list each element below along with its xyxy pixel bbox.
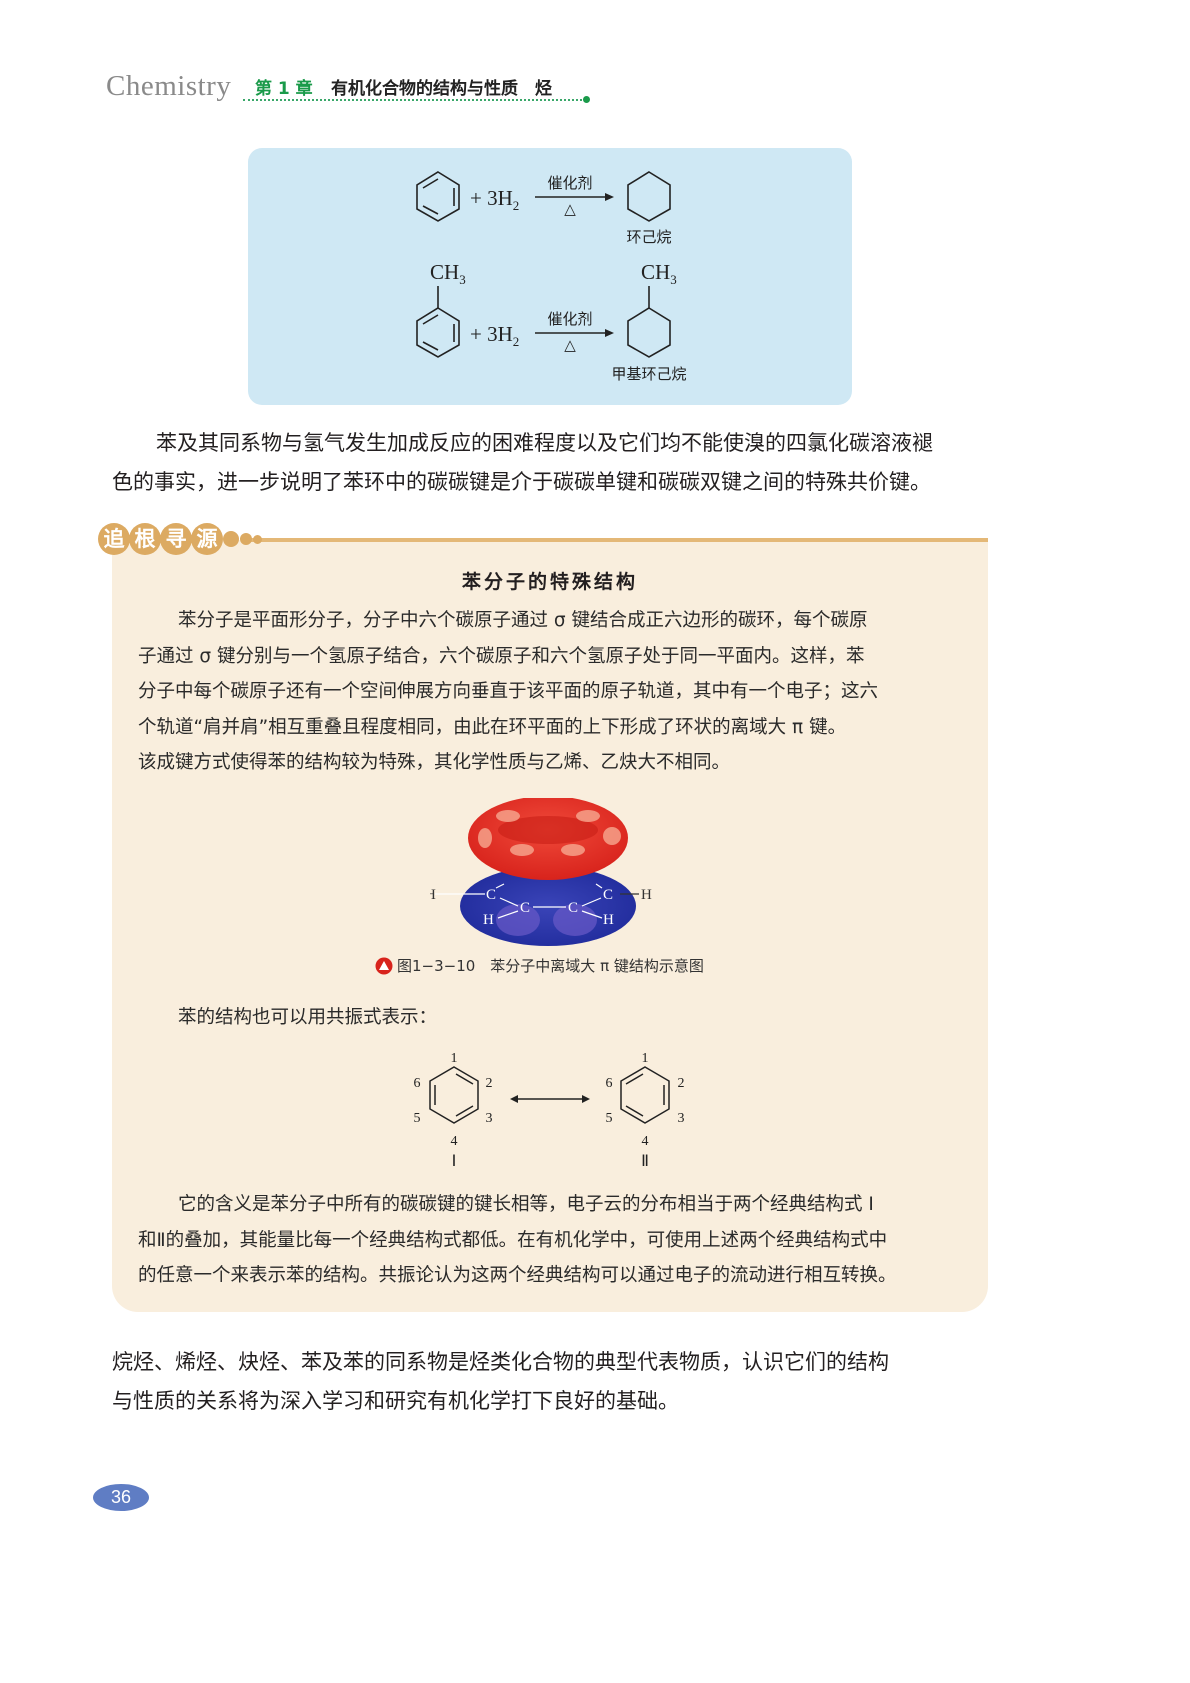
box-top-rule bbox=[250, 538, 988, 542]
header-divider bbox=[243, 99, 586, 101]
text-line: 子通过 σ 键分别与一个氢原子结合，六个碳原子和六个氢原子处于同一平面内。这样，… bbox=[138, 645, 865, 667]
text-line: 该成键方式使得苯的结构较为特殊，其化学性质与乙烯、乙炔大不相同。 bbox=[138, 752, 731, 774]
paragraph-1: 苯及其同系物与氢气发生加成反应的困难程度以及它们均不能使溴的四氯化碳溶液褪 色的… bbox=[112, 424, 990, 502]
pi-bond-figure: H C C C C H H H bbox=[430, 798, 652, 946]
text-line: 与性质的关系将为深入学习和研究有机化学打下良好的基础。 bbox=[112, 1389, 679, 1413]
svg-text:Ⅱ: Ⅱ bbox=[641, 1153, 649, 1170]
svg-text:2: 2 bbox=[486, 1076, 493, 1091]
svg-text:Ⅰ: Ⅰ bbox=[452, 1153, 457, 1170]
figure-marker-icon bbox=[375, 957, 393, 975]
badge-char: 源 bbox=[191, 523, 223, 555]
benzene-ring bbox=[416, 171, 460, 222]
svg-text:CH3: CH3 bbox=[641, 260, 677, 287]
text-line: 的任意一个来表示苯的结构。共振论认为这两个经典结构可以通过电子的流动进行相互转换… bbox=[138, 1265, 897, 1287]
reaction-box bbox=[248, 148, 852, 405]
toluene-ring bbox=[416, 307, 460, 358]
page-number: 36 bbox=[93, 1484, 149, 1511]
hydrogenation-equations: + 3H2 + 3H2 CH3 CH3 催化剂 △ 催化剂 △ 环己烷 甲基环己… bbox=[416, 171, 687, 383]
svg-text:H: H bbox=[603, 912, 614, 928]
text-line: 个轨道“肩并肩”相互重叠且程度相同，由此在环平面的上下形成了环状的离域大 π 键… bbox=[138, 716, 847, 738]
text-line: 苯分子是平面形分子，分子中六个碳原子通过 σ 键结合成正六边形的碳环，每个碳原 bbox=[178, 610, 868, 631]
svg-text:C: C bbox=[486, 887, 496, 903]
svg-text:3: 3 bbox=[678, 1111, 685, 1126]
resonance-structures: 1 2 3 4 5 6 1 2 3 4 5 6 Ⅰ Ⅱ bbox=[414, 1051, 685, 1170]
svg-text:△: △ bbox=[564, 338, 576, 354]
text-line: 色的事实，进一步说明了苯环中的碳碳键是介于碳碳单键和碳碳双键之间的特殊共价键。 bbox=[112, 470, 931, 494]
svg-text:C: C bbox=[520, 900, 530, 916]
chapter-title: 有机化合物的结构与性质 烃 bbox=[331, 79, 552, 99]
text-line: 和Ⅱ的叠加，其能量比每一个经典结构式都低。在有机化学中，可使用上述两个经典结构式… bbox=[138, 1229, 888, 1251]
text-line: 烷烃、烯烃、炔烃、苯及苯的同系物是烃类化合物的典型代表物质，认识它们的结构 bbox=[112, 1350, 889, 1374]
svg-text:C: C bbox=[603, 887, 613, 903]
chapter-number: 第 1 章 bbox=[255, 79, 313, 99]
badge-dot bbox=[240, 533, 252, 545]
badge-char: 追 bbox=[98, 523, 130, 555]
svg-text:1: 1 bbox=[451, 1051, 458, 1066]
text-line: 它的含义是苯分子中所有的碳碳键的键长相等，电子云的分布相当于两个经典结构式 Ⅰ bbox=[178, 1194, 874, 1215]
text-line: 分子中每个碳原子还有一个空间伸展方向垂直于该平面的原子轨道，其中有一个电子；这六 bbox=[138, 681, 879, 703]
methylcyclohexane-ring bbox=[627, 307, 671, 358]
svg-text:2: 2 bbox=[678, 1076, 685, 1091]
svg-text:CH3: CH3 bbox=[430, 260, 466, 287]
svg-text:H: H bbox=[483, 912, 494, 928]
text-line: 苯及其同系物与氢气发生加成反应的困难程度以及它们均不能使溴的四氯化碳溶液褪 bbox=[156, 431, 933, 455]
svg-text:5: 5 bbox=[414, 1111, 421, 1126]
svg-text:催化剂: 催化剂 bbox=[547, 311, 592, 328]
box-paragraph-3: 它的含义是苯分子中所有的碳碳键的键长相等，电子云的分布相当于两个经典结构式 Ⅰ … bbox=[138, 1187, 964, 1294]
figure-caption: 图1−3−10 苯分子中离域大 π 键结构示意图 bbox=[397, 957, 704, 975]
svg-text:6: 6 bbox=[606, 1076, 613, 1091]
box-paragraph-2: 苯的结构也可以用共振式表示： bbox=[178, 1007, 438, 1028]
subject-title: Chemistry bbox=[106, 70, 232, 102]
svg-text:H: H bbox=[641, 887, 652, 903]
svg-text:环己烷: 环己烷 bbox=[626, 229, 671, 246]
badge-dot bbox=[223, 531, 239, 547]
svg-text:H: H bbox=[430, 887, 436, 903]
svg-text:1: 1 bbox=[642, 1051, 649, 1066]
paragraph-2: 烷烃、烯烃、炔烃、苯及苯的同系物是烃类化合物的典型代表物质，认识它们的结构 与性… bbox=[112, 1343, 990, 1421]
svg-text:甲基环己烷: 甲基环己烷 bbox=[611, 366, 686, 383]
badge-dot bbox=[253, 535, 262, 544]
svg-text:催化剂: 催化剂 bbox=[547, 175, 592, 192]
svg-text:5: 5 bbox=[606, 1111, 613, 1126]
cyclohexane-ring bbox=[627, 171, 671, 222]
badge-char: 寻 bbox=[160, 523, 192, 555]
svg-text:4: 4 bbox=[451, 1134, 458, 1149]
header-dot bbox=[583, 96, 590, 103]
box-paragraph-1: 苯分子是平面形分子，分子中六个碳原子通过 σ 键结合成正六边形的碳环，每个碳原 … bbox=[138, 603, 964, 781]
svg-text:+ 3H2: + 3H2 bbox=[470, 186, 519, 213]
svg-text:C: C bbox=[568, 900, 578, 916]
svg-text:4: 4 bbox=[642, 1134, 649, 1149]
svg-text:+ 3H2: + 3H2 bbox=[470, 322, 519, 349]
svg-text:3: 3 bbox=[486, 1111, 493, 1126]
box-title: 苯分子的特殊结构 bbox=[461, 571, 638, 593]
badge-char: 根 bbox=[129, 523, 161, 555]
svg-text:△: △ bbox=[564, 202, 576, 218]
svg-text:6: 6 bbox=[414, 1076, 421, 1091]
